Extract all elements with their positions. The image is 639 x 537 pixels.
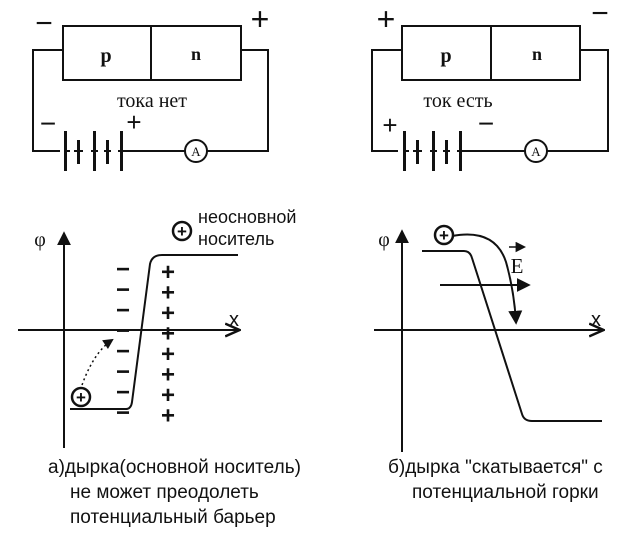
- ammeter-left: A: [184, 139, 208, 163]
- terminal-minus-right: −: [591, 0, 609, 30]
- y-axis-label-left: φ: [34, 229, 46, 251]
- minus-charge: −: [116, 318, 130, 345]
- terminal-plus-left: +: [251, 1, 270, 37]
- region-n-right: n: [532, 44, 542, 64]
- minus-charge: −: [116, 256, 130, 283]
- field-label: E: [511, 254, 524, 278]
- terminal-minus-left: −: [35, 7, 53, 40]
- plus-charge: +: [161, 403, 175, 430]
- minus-charge: −: [116, 359, 130, 386]
- caption-left-line2: не может преодолеть: [70, 482, 259, 503]
- region-p-left: p: [100, 45, 111, 67]
- wire-left-right: [207, 49, 269, 152]
- hole-left: +: [70, 386, 92, 408]
- y-axis-label-right: φ: [378, 229, 390, 251]
- hole-right: +: [433, 224, 455, 246]
- depletion-plus-charges: ++++++++: [161, 259, 175, 430]
- battery-minus-right: −: [478, 108, 494, 139]
- graph-left: [18, 231, 238, 448]
- plus-charge: +: [161, 362, 175, 389]
- battery-minus-left: −: [40, 108, 56, 139]
- battery-plus-left: +: [126, 107, 141, 137]
- status-right: ток есть: [423, 90, 492, 112]
- potential-curve-left: [70, 254, 238, 410]
- hole-left-symbol: +: [76, 388, 86, 407]
- caption-left-line1: а)дырка(основной носитель): [48, 455, 301, 480]
- caption-right-text1: дырка "скатывается" с: [405, 457, 603, 478]
- x-axis-label-right: x: [591, 309, 601, 331]
- plus-charge: +: [161, 382, 175, 409]
- carrier-left-symbol: +: [177, 222, 187, 241]
- battery-right: [398, 131, 462, 171]
- depletion-minus-charges: −−−−−−−−: [116, 256, 130, 427]
- battery-left: [60, 131, 123, 171]
- graph-right: [374, 229, 602, 452]
- minus-charge: −: [116, 379, 130, 406]
- caption-left-marker: а): [48, 457, 65, 478]
- potential-curve-right: [422, 250, 602, 422]
- carrier-left: +: [171, 220, 193, 242]
- ammeter-right-label: A: [531, 144, 541, 159]
- x-axis-label-left: x: [229, 309, 239, 331]
- caption-right-line1: б)дырка "скатывается" с: [388, 455, 603, 480]
- plus-charge: +: [161, 300, 175, 327]
- caption-left-text1: дырка(основной носитель): [64, 457, 301, 478]
- circuit-left: [32, 25, 269, 152]
- status-left: тока нет: [117, 90, 187, 112]
- carrier-label-line1: неосновной: [198, 207, 296, 227]
- caption-right-marker: б): [388, 457, 406, 478]
- carrier-label-line2: носитель: [198, 229, 274, 249]
- caption-right-line2: потенциальной горки: [412, 482, 599, 503]
- battery-plus-right: +: [382, 110, 397, 140]
- plus-charge: +: [161, 259, 175, 286]
- caption-left-line3: потенциальный барьер: [70, 507, 276, 528]
- minus-charge: −: [116, 400, 130, 427]
- attempt-arrow-left: [81, 338, 114, 386]
- minus-charge: −: [116, 338, 130, 365]
- ammeter-right: A: [524, 139, 548, 163]
- plus-charge: +: [161, 341, 175, 368]
- region-p-right: p: [440, 45, 451, 67]
- region-n-left: n: [191, 44, 201, 64]
- wire-right-outer: [371, 49, 402, 152]
- plus-charge: +: [161, 280, 175, 307]
- wire-right-right: [547, 49, 609, 152]
- plus-charge: +: [161, 321, 175, 348]
- minus-charge: −: [116, 277, 130, 304]
- minus-charge: −: [116, 297, 130, 324]
- ammeter-left-label: A: [191, 144, 201, 159]
- terminal-plus-right: +: [377, 1, 396, 37]
- wire-left-outer: [32, 49, 63, 152]
- hole-right-symbol: +: [439, 226, 449, 245]
- rolling-path-arrow: [451, 233, 523, 325]
